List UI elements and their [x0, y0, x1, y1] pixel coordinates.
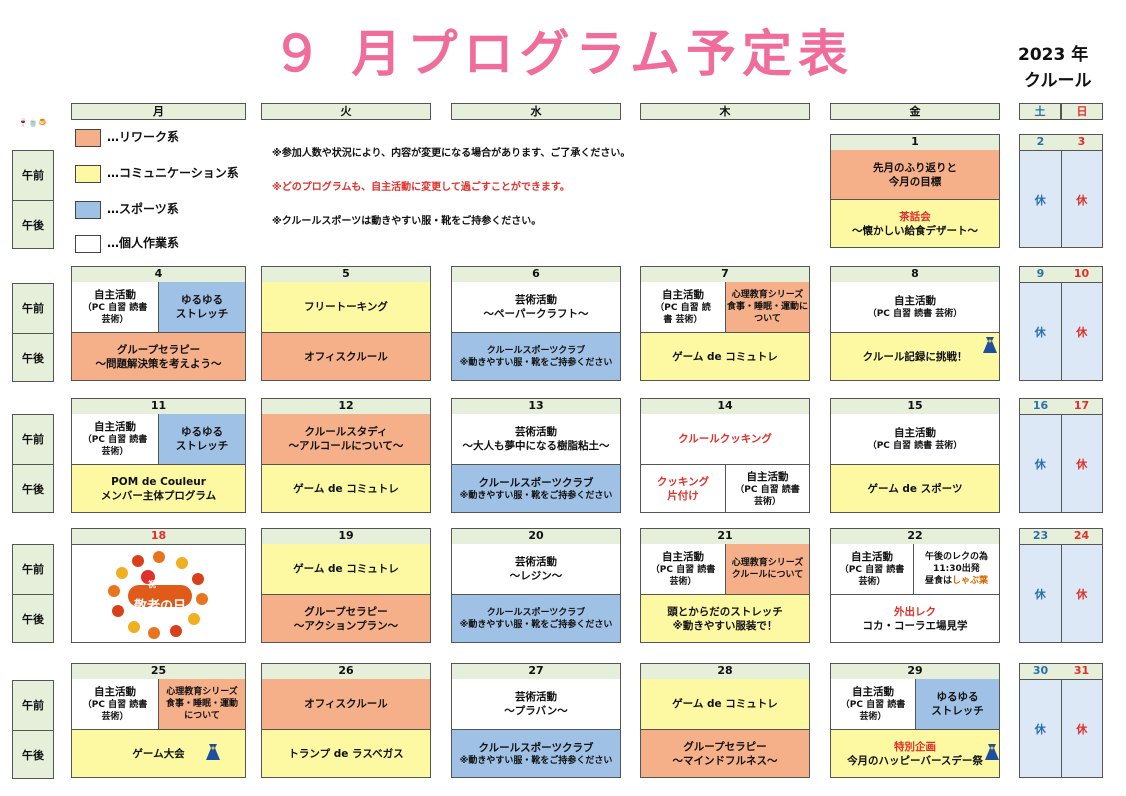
gift-bag-icon [983, 337, 997, 353]
day-cell-12: 12 クルールスタディ ～アルコールについて～ ゲーム de コミュトレ [261, 398, 431, 513]
note-1: ※参加人数や状況により、内容が変更になる場合があります、ご了承ください。 [272, 148, 631, 159]
day-cell-7: 7 自主活動（PC 自習 読 書 芸術） 心理教育シリーズ 食事・睡眠・運動に … [640, 266, 810, 381]
page-title: ９ 月プログラム予定表 [272, 25, 854, 83]
note-3: ※クルールスポーツは動きやすい服・靴をご持参ください。 [272, 216, 542, 227]
day-cell-26: 26 オフィスクルール トランプ de ラスベガス [261, 663, 431, 778]
ampm-week-3: 午前午後 [12, 414, 54, 513]
day-cell-4: 4 自主活動（PC 自習 読書 芸術） ゆるゆる ストレッチ グループセラピー … [71, 266, 246, 381]
day-cell-22: 22 自主活動（PC 自習 読書 芸術） 午後のレクの為 11:30出発 昼食は… [830, 528, 1000, 643]
gift-bag-icon [985, 744, 999, 760]
day-cell-20: 20 芸術活動 ～レジン～ クルールスポーツクラブ※動きやすい服・靴をご持参くだ… [451, 528, 621, 643]
day-header-tue: 火 [261, 103, 431, 120]
teatime-label: 茶話会 [899, 210, 931, 223]
ampm-week-4: 午前午後 [12, 544, 54, 643]
day-cell-11: 11 自主活動（PC 自習 読書 芸術） ゆるゆる ストレッチ POM de C… [71, 398, 246, 513]
legend-rework: …リワーク系 [75, 128, 179, 147]
program-pm: 茶話会 ～懐かしい給食デザート～ [831, 199, 999, 247]
day-cell-1: 1 先月のふり返りと 今月の目標 茶話会 ～懐かしい給食デザート～ [830, 134, 1000, 248]
day-cell-5: 5 フリートーキング オフィスクルール [261, 266, 431, 381]
decor-icon: 🍷🍵🍮 [18, 118, 48, 127]
legend-communication: …コミュニケーション系 [75, 164, 239, 183]
program-am: 先月のふり返りと 今月の目標 [831, 150, 999, 199]
day-header-fri: 金 [830, 103, 1000, 120]
day-cell-8: 8 自主活動（PC 自習 読書 芸術） クルール記録に挑戦！ [830, 266, 1000, 381]
holiday-name: 敬老の日 [133, 599, 186, 614]
note-2: ※どのプログラムも、自主活動に変更して過ごすことができます。 [272, 182, 570, 193]
day-cell-15: 15 自主活動（PC 自習 読書 芸術） ゲーム de スポーツ [830, 398, 1000, 513]
day-cell-18: 18 祝 敬老の日 [71, 528, 246, 643]
ampm-week-5: 午前午後 [12, 680, 54, 779]
legend-personal: …個人作業系 [75, 234, 179, 253]
day-cell-13: 13 芸術活動 ～大人も夢中になる樹脂粘土～ クルールスポーツクラブ※動きやすい… [451, 398, 621, 513]
autumn-leaves-wreath-icon [108, 551, 208, 639]
year-label: 2023 年 [1018, 45, 1089, 65]
day-header-sun: 日 [1061, 103, 1103, 120]
day-cell-29: 29 自主活動（PC 自習 読書 芸術） ゆるゆる ストレッチ 特別企画今月のハ… [830, 663, 1000, 778]
day-cell-28: 28 ゲーム de コミュトレ グループセラピー ～マインドフルネス～ [640, 663, 810, 778]
day-header-sat: 土 [1019, 103, 1061, 120]
holiday-badge: 祝 [148, 580, 156, 589]
day-cell-14: 14 クルールクッキング クッキング 片付け 自主活動（PC 自習 読書 芸術） [640, 398, 810, 513]
day-cell-25: 25 自主活動（PC 自習 読書 芸術） 心理教育シリーズ 食事・睡眠・運動 に… [71, 663, 246, 778]
day-cell-21: 21 自主活動（PC 自習 読書 芸術） 心理教育シリーズ クルールについて 頭… [640, 528, 810, 643]
day-cell-27: 27 芸術活動 ～プラバン～ クルールスポーツクラブ※動きやすい服・靴をご持参く… [451, 663, 621, 778]
legend-sports: …スポーツ系 [75, 200, 179, 219]
ampm-week-1: 午前午後 [12, 150, 54, 249]
gift-bag-icon [206, 744, 220, 760]
day-cell-19: 19 ゲーム de コミュトレ グループセラピー ～アクションプラン～ [261, 528, 431, 643]
unit-label: クルール [1024, 71, 1092, 91]
day-header-wed: 水 [451, 103, 621, 120]
day-cell-6: 6 芸術活動 ～ペーパークラフト～ クルールスポーツクラブ※動きやすい服・靴をご… [451, 266, 621, 381]
ampm-week-2: 午前午後 [12, 283, 54, 382]
day-header-mon: 月 [71, 103, 246, 120]
day-header-thu: 木 [640, 103, 810, 120]
